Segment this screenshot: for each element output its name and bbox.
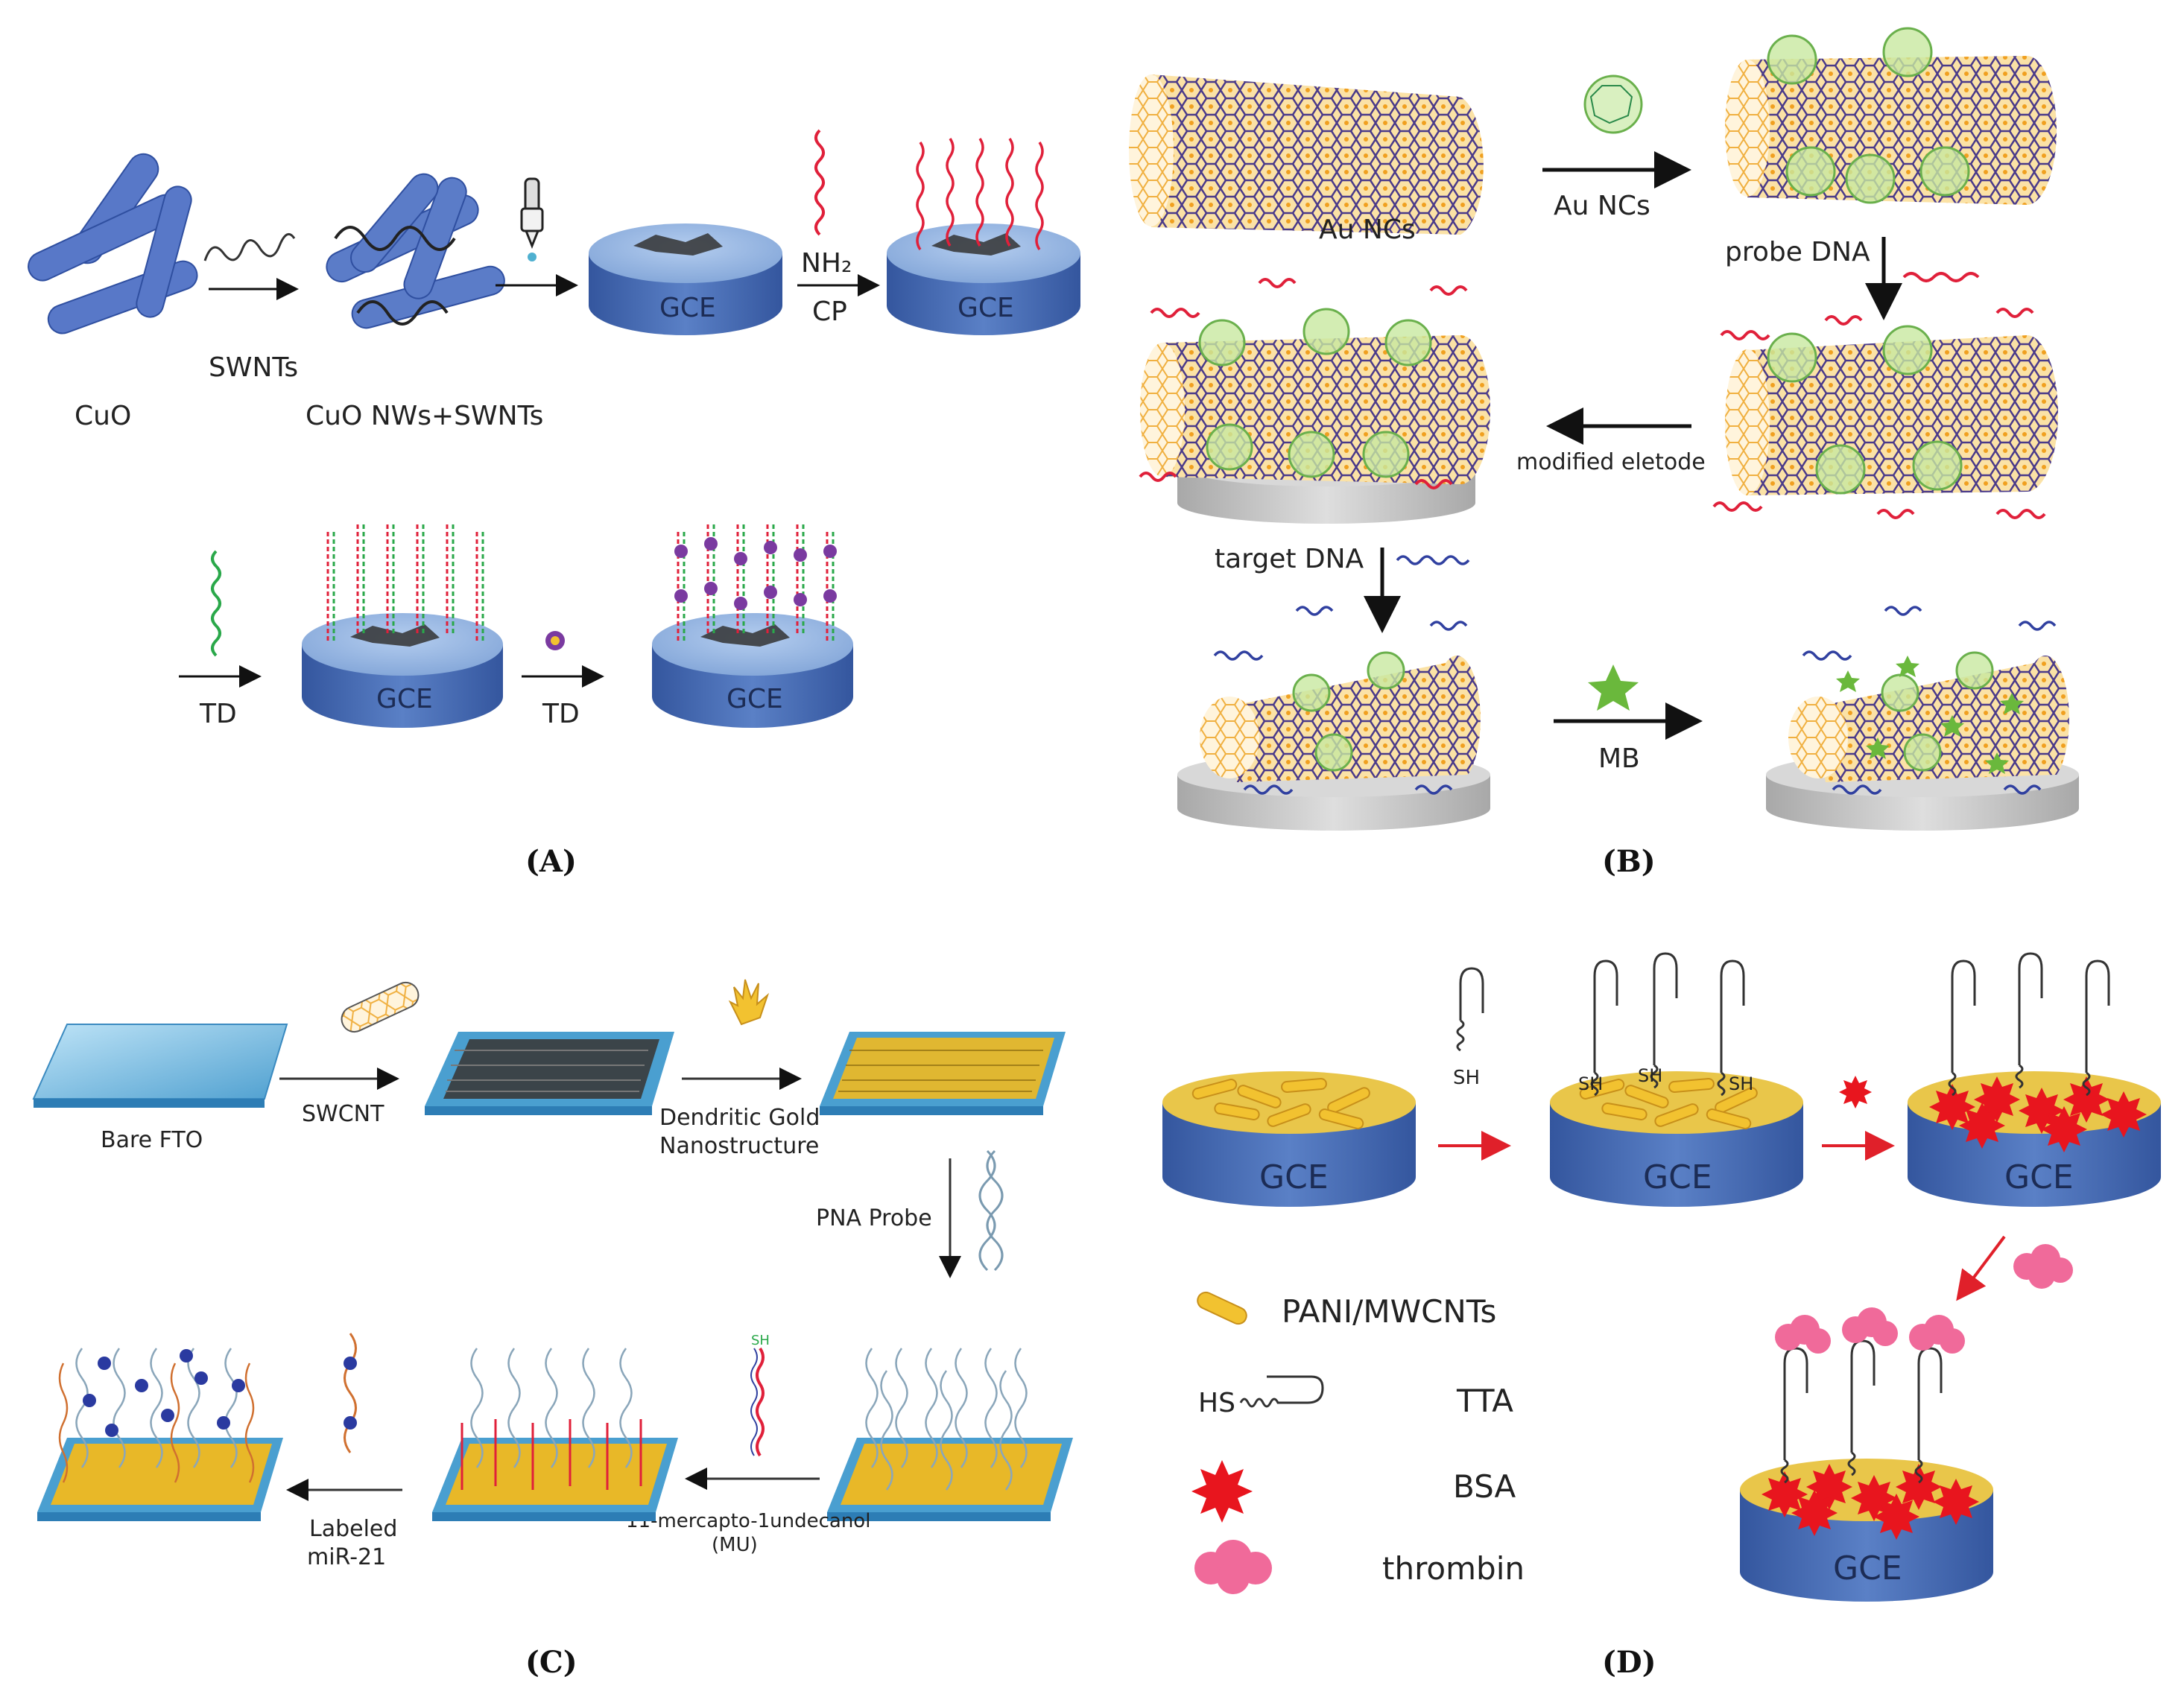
thrombin-icon-small	[2013, 1244, 2073, 1289]
sh-label-3: SH	[1729, 1073, 1753, 1094]
fto-swcnt-icon	[425, 1032, 674, 1115]
gce-label: GCE	[2004, 1158, 2074, 1196]
gce-bsa-electrode: GCE	[1908, 952, 2161, 1207]
legend-tta-label: TTA	[1456, 1383, 1513, 1419]
gce-electrode-a4: GCE	[652, 521, 853, 728]
panel-d-caption: (D)	[1602, 1645, 1656, 1680]
panel-a-caption: (A)	[525, 844, 577, 879]
arrow-d3	[1956, 1235, 2006, 1301]
dropper-icon	[520, 177, 544, 261]
panel-b-caption: (B)	[1602, 844, 1656, 879]
sh-label-2: SH	[1638, 1065, 1662, 1086]
bare-fto-icon	[32, 1024, 288, 1108]
fto-pna-mu-icon	[432, 1348, 678, 1521]
cp-label: CP	[812, 296, 847, 327]
mu-sh-label: SH	[751, 1333, 770, 1348]
tta-probe-icon	[1456, 967, 1484, 1052]
panel-d: GCE SH	[1162, 952, 2161, 1680]
target-dna-label: target DNA	[1215, 544, 1364, 574]
gce-label: GCE	[659, 293, 716, 323]
gce-thrombin-electrode: GCE	[1740, 1307, 1993, 1602]
redox-marker-icon	[545, 631, 565, 650]
swcnt-icon	[341, 981, 420, 1033]
cuo-swnt-composite-icon	[326, 173, 505, 329]
legend-thrombin-label: thrombin	[1382, 1550, 1525, 1587]
gce-label: GCE	[958, 293, 1014, 323]
cuo-label: CuO	[75, 401, 131, 431]
bare-fto-label: Bare FTO	[101, 1127, 203, 1153]
mu-molecule-icon: SH	[750, 1333, 770, 1457]
legend-hs-label: HS	[1198, 1388, 1235, 1418]
pna-probe-label: PNA Probe	[816, 1205, 932, 1231]
panel-c-caption: (C)	[525, 1645, 577, 1680]
gce-label: GCE	[1833, 1549, 1902, 1587]
labeled-mir21-icon	[344, 1333, 357, 1453]
cuo-nws-swnts-label: CuO NWs+SWNTs	[306, 401, 543, 431]
labeled-label-1: Labeled	[309, 1516, 397, 1542]
legend-pani-label: PANI/MWCNTs	[1282, 1293, 1496, 1330]
gce-electrode-a3: GCE	[302, 521, 503, 728]
gce-label: GCE	[376, 684, 433, 714]
mb-electrode-icon	[1766, 606, 2079, 831]
td-label-1: TD	[199, 699, 237, 729]
mb-star-icon	[1588, 664, 1639, 711]
au-ncs-arrow-label: Au NCs	[1554, 191, 1650, 221]
dendritic-gold-icon	[728, 979, 770, 1026]
legend-thrombin-swatch	[1194, 1540, 1272, 1594]
gce-pani-electrode: GCE	[1162, 1071, 1416, 1207]
nanotube-icon	[1129, 74, 1484, 235]
swnts-label: SWNTs	[209, 352, 298, 383]
td-strand-icon	[211, 550, 221, 657]
swcnt-label: SWCNT	[302, 1101, 384, 1127]
gce-label: GCE	[1643, 1158, 1712, 1196]
probe-dna-label: probe DNA	[1725, 237, 1870, 267]
au-ncs-top-label: Au NCs	[1319, 215, 1416, 245]
fto-final-icon	[37, 1348, 283, 1521]
mu-label-2: (MU)	[712, 1534, 758, 1556]
modified-electrode-label: modified eletode	[1516, 449, 1706, 475]
td-label-2: TD	[542, 699, 580, 729]
hybridized-electrode-icon	[1177, 606, 1490, 831]
dendritic-gold-label-1: Dendritic Gold	[659, 1105, 820, 1131]
target-dna-icon	[1396, 555, 1470, 565]
gce-label: GCE	[727, 684, 783, 714]
nanotube-probe-icon	[1712, 308, 2059, 519]
modified-electrode-icon	[1139, 278, 1490, 524]
probe-dna-icon	[1902, 272, 1980, 282]
legend-bsa-swatch	[1191, 1460, 1253, 1523]
panel-c: Bare FTO SWCNT Dendritic Gold Nanostruct…	[32, 979, 1073, 1680]
panel-a: CuO SWNTs CuO NWs+SWNTs GCE	[28, 129, 1080, 879]
legend: PANI/MWCNTs HS TTA BSA thrombin	[1191, 1291, 1525, 1594]
sh-label-1: SH	[1578, 1073, 1603, 1094]
fto-pna-icon	[827, 1348, 1073, 1521]
panel-b: Au NCs Au NCs probe DNA	[1129, 27, 2079, 879]
pna-probe-icon	[978, 1149, 1004, 1272]
dendritic-gold-label-2: Nanostructure	[659, 1133, 819, 1159]
au-nc-cluster-icon	[1583, 74, 1643, 134]
mb-label: MB	[1598, 743, 1640, 774]
swnt-coil-icon	[203, 232, 296, 261]
nh2-label: NH₂	[801, 248, 852, 279]
legend-pani-swatch	[1197, 1291, 1247, 1325]
gce-electrode-a2: GCE	[887, 138, 1080, 335]
fto-gold-icon	[820, 1032, 1066, 1115]
tta-sh-label: SH	[1453, 1067, 1480, 1089]
gce-label: GCE	[1259, 1158, 1329, 1196]
bsa-icon-small	[1839, 1076, 1872, 1108]
cuo-rods-icon	[28, 153, 198, 334]
cp-probe-strand-icon	[814, 129, 825, 236]
nanotube-au-icon	[1725, 27, 2057, 205]
legend-tta-swatch	[1239, 1375, 1324, 1408]
mu-label-1: 11-mercapto-1undecanol	[626, 1510, 870, 1532]
gce-electrode-a1: GCE	[589, 223, 782, 335]
gce-pani-tta-electrode: SH SH SH GCE	[1550, 952, 1803, 1207]
labeled-label-2: miR-21	[307, 1544, 386, 1570]
legend-bsa-label: BSA	[1453, 1468, 1516, 1505]
